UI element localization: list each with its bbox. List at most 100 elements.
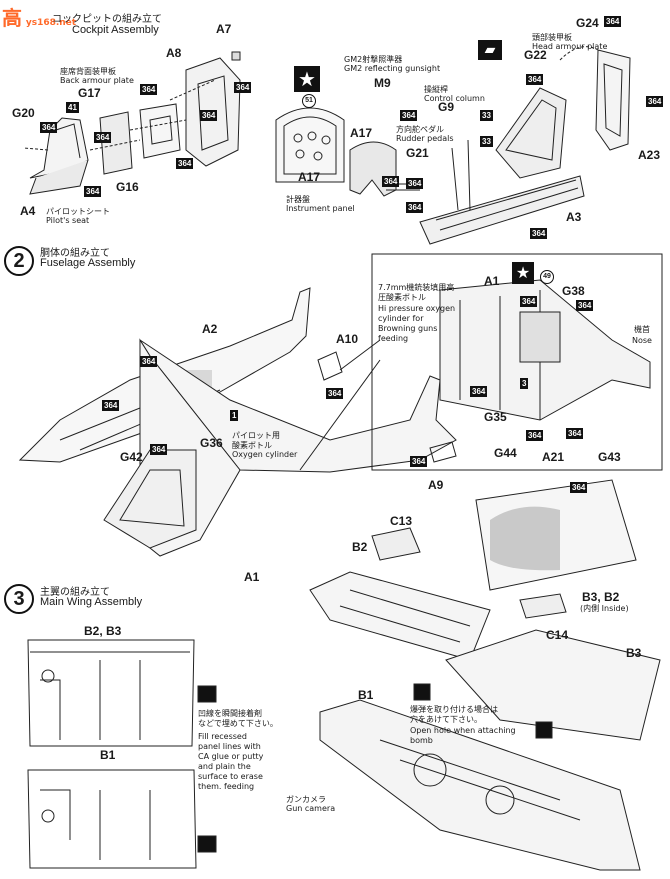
note-hp-jp1: 7.7mm機銃装填用高 <box>378 283 455 292</box>
part-label-a1: A1 <box>244 570 260 584</box>
part-label-g16: G16 <box>116 180 139 194</box>
paint-code: 364 <box>94 132 112 143</box>
part-label-g43: G43 <box>598 450 621 464</box>
paint-code: 33 <box>480 110 493 121</box>
paint-code: 364 <box>406 178 424 189</box>
note-hp-en3: Browning guns <box>378 324 438 333</box>
note-bomb-jp2: 穴をあけて下さい。 <box>410 715 482 724</box>
part-label-a17: A17 <box>298 170 321 184</box>
paint-code: 364 <box>526 74 544 85</box>
paint-code: 33 <box>480 136 493 147</box>
note-hp-jp2: 圧酸素ボトル <box>378 293 426 302</box>
paint-code: 41 <box>66 102 79 113</box>
note-nose-en: Nose <box>632 336 652 345</box>
part-label-a2: A2 <box>202 322 218 336</box>
paint-code: 364 <box>470 386 488 397</box>
note-back-armour-en: Back armour plate <box>60 76 134 85</box>
note-pilot-seat-jp: パイロットシート <box>46 207 110 216</box>
part-label-c14: C14 <box>546 628 569 642</box>
part-label-g24: G24 <box>576 16 599 30</box>
note-head-armour-jp: 頭部装甲板 <box>532 33 572 42</box>
paint-code: 1 <box>230 410 239 421</box>
watermark-glyph: 高 <box>2 6 22 30</box>
paint-code-circle: 51 <box>302 94 316 108</box>
paint-code: 364 <box>150 444 168 455</box>
note-panel-en: Instrument panel <box>286 204 355 213</box>
note-camera-jp: ガンカメラ <box>286 795 326 804</box>
note-bomb-jp1: 爆弾を取り付ける場合は <box>410 705 498 714</box>
note-recess-en6: them. feeding <box>198 782 255 791</box>
part-label-b3: B3 <box>626 646 642 660</box>
paint-code: 364 <box>176 158 194 169</box>
paint-code: 364 <box>140 356 158 367</box>
part-label-a4: A4 <box>20 204 36 218</box>
note-camera-en: Gun camera <box>286 804 336 813</box>
paint-code: 364 <box>326 388 344 399</box>
part-label-g9: G9 <box>438 100 455 114</box>
paint-code: 364 <box>576 300 594 311</box>
note-oxygen-jp2: 酸素ボトル <box>232 441 272 450</box>
star-insignia-icon: ★ <box>512 262 534 284</box>
star-insignia-icon: ★ <box>294 66 320 92</box>
part-label-b1-panel: B1 <box>100 748 116 762</box>
part-label-g21: G21 <box>406 146 429 160</box>
part-label-a17-b: A17 <box>350 126 373 140</box>
note-hp-en1: Hi pressure oxygen <box>378 304 456 313</box>
note-recess-en3: CA glue or putty <box>198 752 264 761</box>
paint-code: 364 <box>102 400 120 411</box>
part-label-g36: G36 <box>200 436 223 450</box>
part-label-a10: A10 <box>336 332 359 346</box>
part-label-a21: A21 <box>542 450 565 464</box>
part-label-a1-detail: A1 <box>484 274 500 288</box>
note-hp-en2: cylinder for <box>378 314 424 323</box>
note-recess-jp2: などで埋めて下さい。 <box>198 719 278 728</box>
paint-code: 364 <box>382 176 400 187</box>
note-gunsight-jp: GM2射撃照準器 <box>344 55 403 64</box>
paint-code: 364 <box>200 110 218 121</box>
part-label-a23: A23 <box>638 148 661 162</box>
note-rudder-jp: 方向舵ペダル <box>396 125 444 134</box>
paint-code: 364 <box>526 430 544 441</box>
note-oxygen-en: Oxygen cylinder <box>232 450 298 459</box>
note-recess-en4: and plain the <box>198 762 251 771</box>
note-head-armour-en: Head armour plate <box>532 42 608 51</box>
watermark: 高 ys168.net <box>2 2 76 31</box>
paint-code: 364 <box>406 202 424 213</box>
part-label-b2: B2 <box>352 540 368 554</box>
part-label-b3b2: B3, B2 <box>582 590 620 604</box>
note-bomb-en1: Open hole when attaching <box>410 726 516 735</box>
part-label-g44: G44 <box>494 446 517 460</box>
note-oxygen-jp: パイロット用 <box>232 431 280 440</box>
part-label-g17: G17 <box>78 86 101 100</box>
part-label-a9: A9 <box>428 478 444 492</box>
step2-title-jp: 胴体の組み立て <box>40 248 110 259</box>
paint-code-circle: 49 <box>540 270 554 284</box>
note-control-jp: 操縦桿 <box>424 85 448 94</box>
part-label-g35: G35 <box>484 410 507 424</box>
note-back-armour-jp: 座席背面装甲板 <box>60 67 116 76</box>
note-control-en: Control column <box>424 94 485 103</box>
paint-code: 364 <box>570 482 588 493</box>
step1-title-en: Cockpit Assembly <box>72 24 159 36</box>
note-hp-en4: feeding <box>378 334 409 343</box>
stripes-insignia-icon: ▰ <box>478 40 502 60</box>
step2-number: 2 <box>4 246 34 276</box>
step2-title-en: Fuselage Assembly <box>40 257 136 269</box>
paint-code: 3 <box>520 378 529 389</box>
step3-title-jp: 主翼の組み立て <box>40 587 110 598</box>
note-gunsight-en: GM2 reflecting gunsight <box>344 64 441 73</box>
part-label-b1: B1 <box>358 688 374 702</box>
note-rudder-en: Rudder pedals <box>396 134 454 143</box>
paint-code: 364 <box>604 16 622 27</box>
step3-number: 3 <box>4 584 34 614</box>
paint-code: 364 <box>530 228 548 239</box>
part-label-b2b3: B2, B3 <box>84 624 122 638</box>
step3-title-en: Main Wing Assembly <box>40 596 143 608</box>
part-label-c13: C13 <box>390 514 413 528</box>
note-recess-en2: panel lines with <box>198 742 261 751</box>
step1-title-jp: コックピットの組み立て <box>52 14 162 25</box>
paint-code: 364 <box>84 186 102 197</box>
paint-code: 364 <box>140 84 158 95</box>
part-label-a7: A7 <box>216 22 232 36</box>
